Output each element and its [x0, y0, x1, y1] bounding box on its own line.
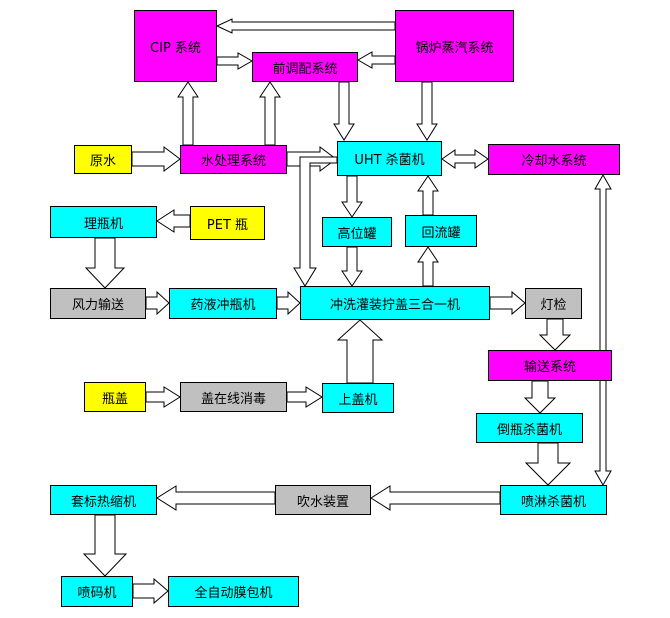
arrow-caps-to-cap-disinfection [145, 386, 181, 408]
node-cip-system: CIP 系统 [134, 10, 217, 82]
arrow-boiler-to-premix [356, 51, 396, 69]
arrow-bottle-sorter-to-air-conveyor [84, 237, 126, 289]
node-uht-sterilizer: UHT 杀菌机 [337, 141, 442, 176]
arrow-cip-to-premix [216, 52, 254, 70]
arrow-water-treatment-to-filler [293, 156, 338, 287]
arrow-cooling-water-spray-sterilizer [594, 173, 612, 487]
arrow-coder-to-film-wrapper [132, 577, 169, 605]
arrow-water-treatment-to-premix [259, 81, 281, 146]
node-auto-film-wrapper: 全自动膜包机 [168, 576, 299, 607]
node-inverted-bottle-sterilizer: 倒瓶杀菌机 [476, 413, 583, 443]
arrow-premix-to-uht [333, 81, 355, 141]
arrow-boiler-to-uht [416, 81, 438, 141]
arrow-invert-sterilizer-to-spray-sterilizer [524, 442, 572, 486]
arrow-boiler-to-cip [215, 18, 396, 34]
arrow-raw-water-to-water-treatment [131, 146, 181, 172]
node-bottle-caps: 瓶盖 [84, 382, 146, 412]
arrow-conveyor-system-to-invert-sterilizer [523, 380, 557, 414]
arrow-cap-loader-to-filler [336, 319, 384, 384]
arrow-bottle-rinser-to-filler [276, 290, 301, 316]
node-light-inspection: 灯检 [525, 288, 582, 319]
node-bottle-rinser: 药液冲瓶机 [169, 288, 277, 319]
arrow-uht-to-high-tank [341, 175, 363, 218]
node-pet-bottle: PET 瓶 [190, 206, 265, 240]
node-rinse-fill-cap-combo: 冲洗灌装拧盖三合一机 [300, 286, 490, 320]
node-air-blower: 吹水装置 [275, 485, 371, 515]
node-high-tank: 高位罐 [322, 217, 392, 247]
node-sleeve-shrink-labeler: 套标热缩机 [50, 485, 157, 515]
arrow-water-treatment-to-cip [177, 81, 199, 146]
node-cooling-water-system: 冷却水系统 [488, 144, 620, 175]
arrow-filler-to-light-inspection [489, 290, 526, 316]
node-conveyor-system: 输送系统 [488, 350, 612, 381]
node-raw-water: 原水 [74, 145, 132, 174]
node-water-treatment-system: 水处理系统 [180, 145, 287, 174]
arrow-cap-disinfection-to-cap-loader [286, 386, 323, 408]
arrow-air-conveyor-to-bottle-rinser [145, 290, 170, 316]
node-premix-system: 前调配系统 [252, 52, 358, 82]
node-return-tank: 回流罐 [405, 215, 477, 247]
arrow-spray-sterilizer-to-air-blower [370, 485, 501, 511]
arrow-filler-to-return-tank [417, 246, 439, 287]
node-inkjet-coder: 喷码机 [61, 576, 133, 607]
arrow-light-inspection-to-conveyor-system [538, 318, 572, 351]
node-cap-loader: 上盖机 [322, 383, 394, 413]
node-bottle-sorter: 理瓶机 [50, 206, 157, 238]
node-spray-sterilizer: 喷淋杀菌机 [500, 485, 607, 515]
arrow-uht-cooling-water [441, 149, 489, 169]
arrow-return-tank-to-uht [417, 175, 439, 216]
arrow-sleeve-shrink-to-coder [82, 514, 128, 577]
arrow-pet-bottle-to-bottle-sorter [156, 209, 191, 233]
arrow-air-blower-to-sleeve-shrink [156, 485, 276, 511]
node-boiler-steam-system: 锅炉蒸汽系统 [395, 10, 514, 82]
arrow-high-tank-to-filler [341, 246, 363, 287]
node-cap-online-disinfection: 盖在线消毒 [180, 382, 287, 412]
node-air-conveyor: 风力输送 [50, 288, 146, 319]
